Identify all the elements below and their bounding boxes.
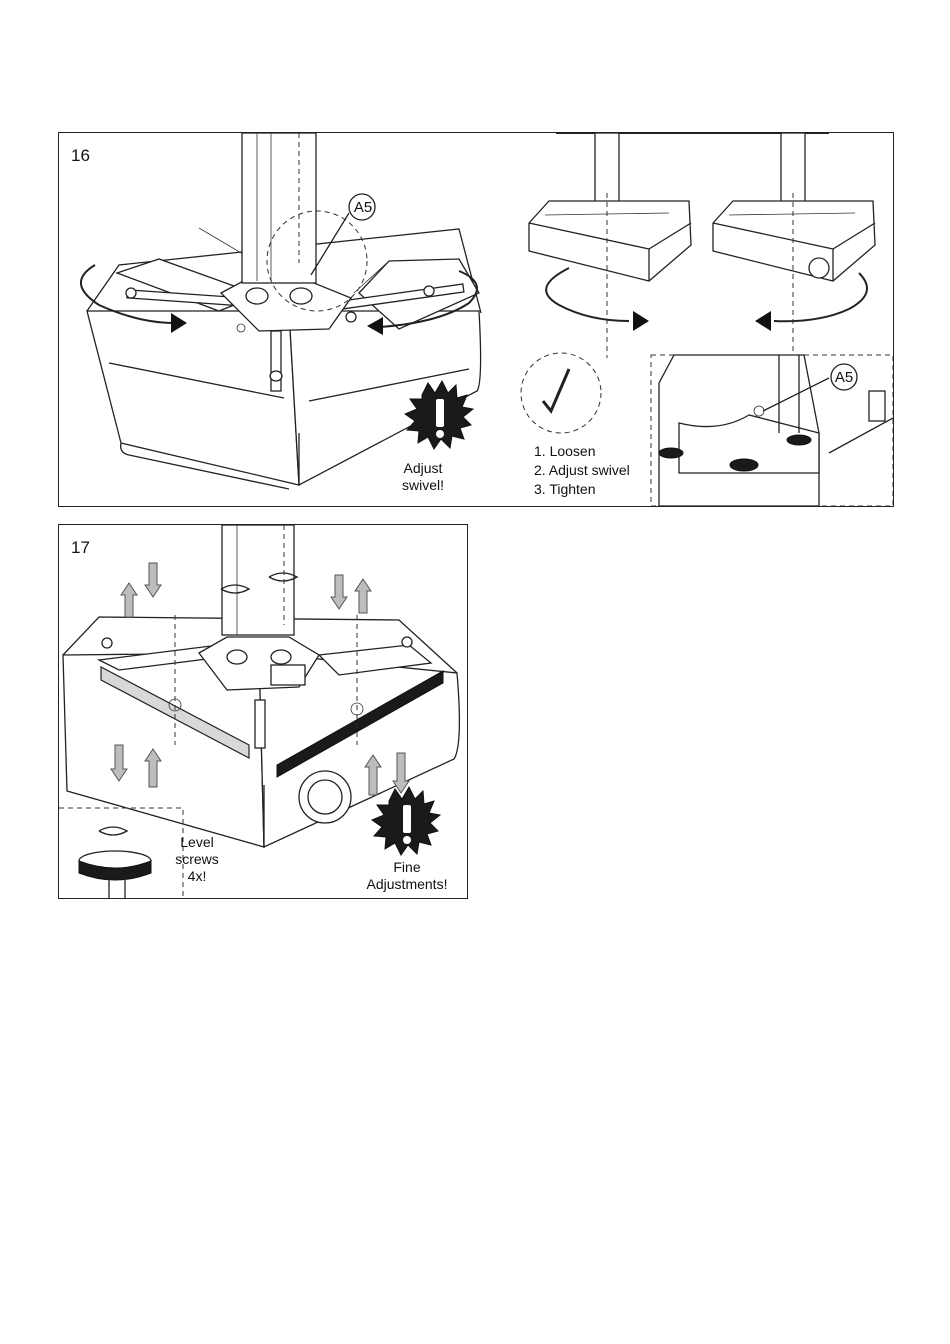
ceiling-pole-fine — [221, 525, 297, 635]
warning-label-adjust-swivel: Adjust swivel! — [385, 460, 461, 494]
warning-line: Adjust — [385, 460, 461, 477]
allen-key-icon — [521, 353, 601, 433]
warning-line: Adjustments! — [355, 876, 459, 893]
panel-step-17: 17 — [58, 524, 468, 899]
callout-a5-label-main: A5 — [351, 199, 375, 216]
level-screws-label: Level screws 4x! — [165, 834, 229, 885]
warning-label-fine-adjustments: Fine Adjustments! — [355, 859, 459, 893]
level-label-line: screws — [165, 851, 229, 868]
step-loosen: 1. Loosen — [534, 442, 630, 461]
warning-line: Fine — [355, 859, 459, 876]
panel17-drawing — [59, 525, 467, 898]
level-label-line: Level — [165, 834, 229, 851]
warning-line: swivel! — [385, 477, 461, 494]
panel16-drawing — [59, 133, 893, 506]
ceiling-pole — [242, 133, 316, 283]
level-label-line: 4x! — [165, 868, 229, 885]
projector-right-view — [713, 133, 875, 358]
callout-a5-label-detail: A5 — [832, 369, 856, 386]
detail-inset — [651, 355, 893, 506]
step-adjust-swivel: 2. Adjust swivel — [534, 461, 630, 480]
panel-step-16: 16 — [58, 132, 894, 507]
instruction-steps: 1. Loosen 2. Adjust swivel 3. Tighten — [534, 442, 630, 499]
step-tighten: 3. Tighten — [534, 480, 630, 499]
warning-burst-icon-fine — [372, 787, 440, 855]
